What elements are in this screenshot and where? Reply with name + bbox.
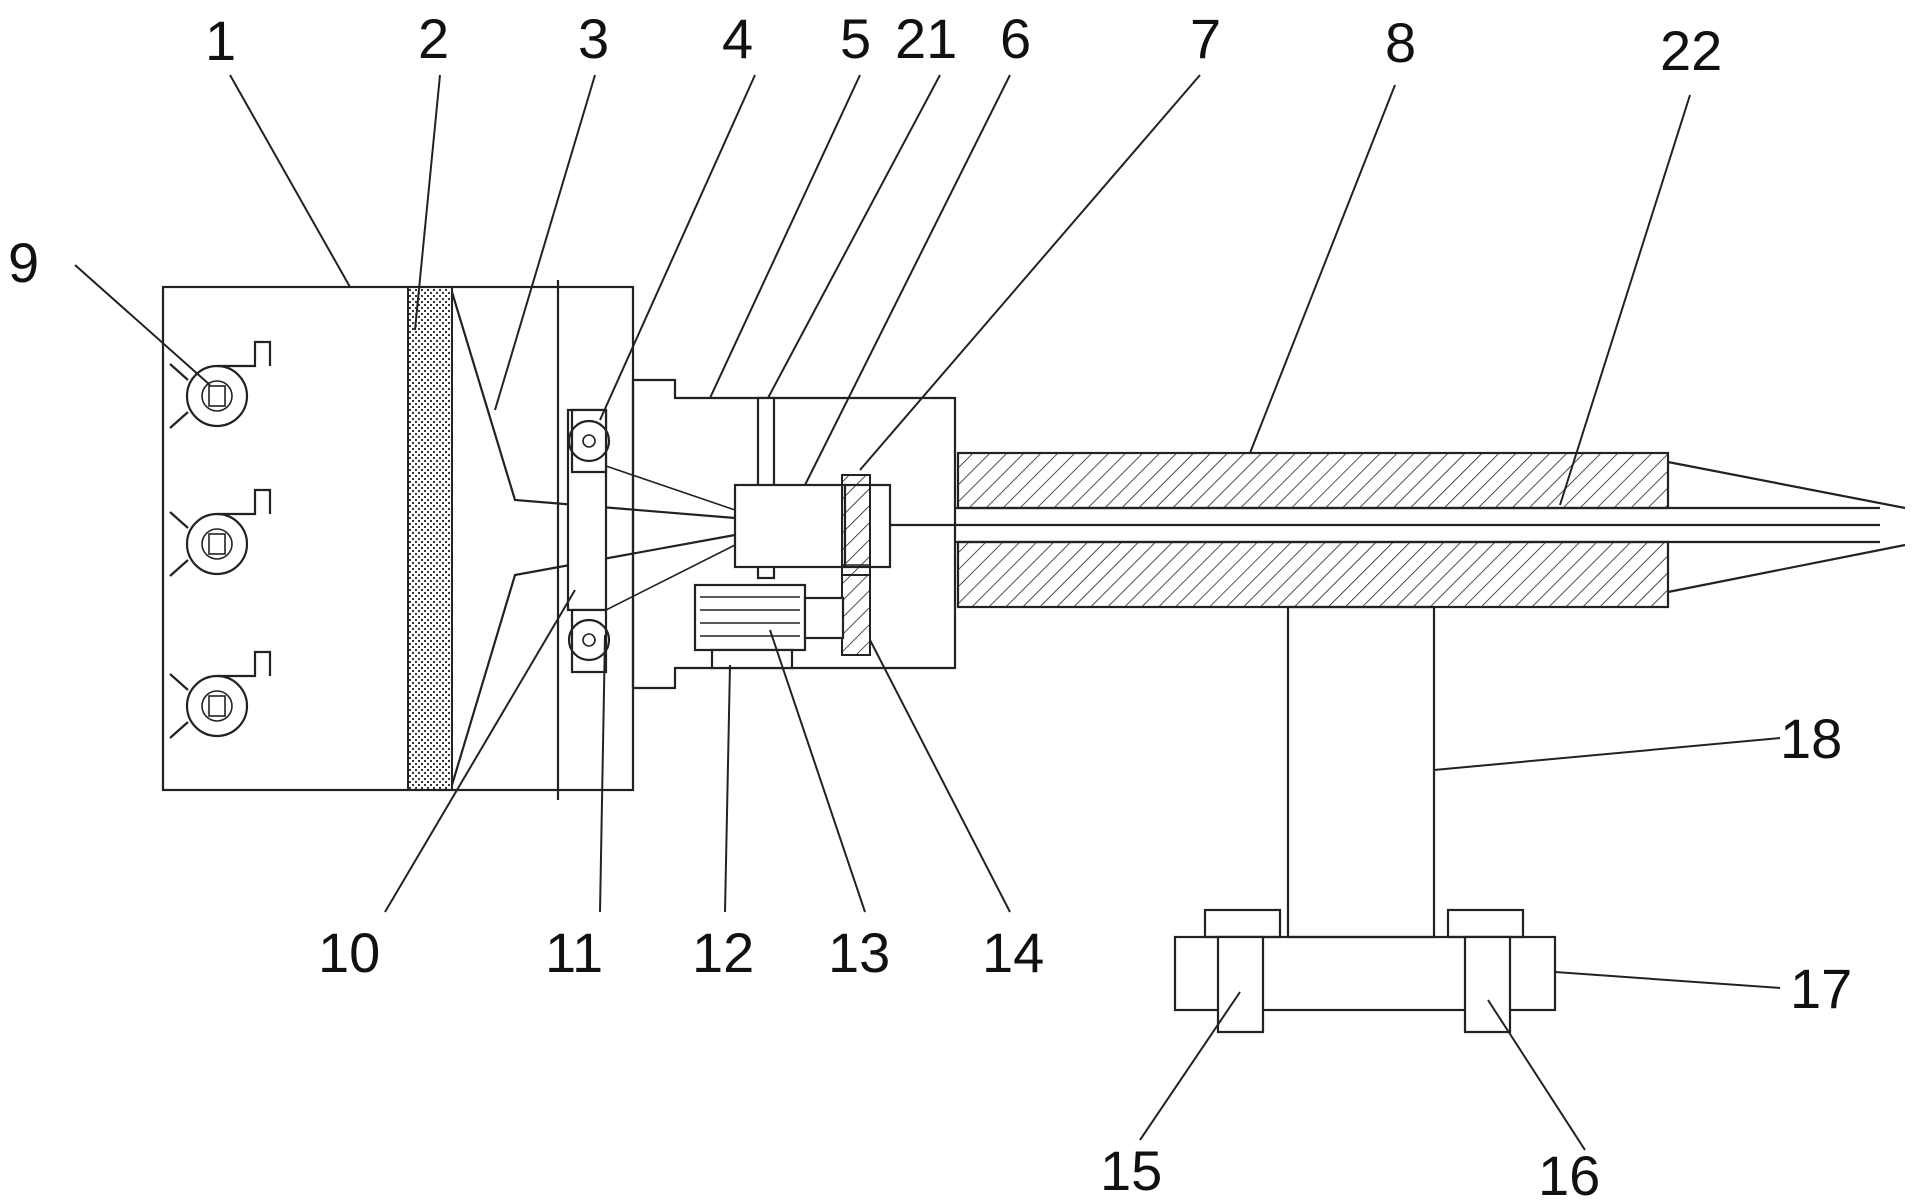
upper-gear bbox=[842, 475, 870, 575]
ref-label-7: 7 bbox=[1190, 7, 1221, 70]
ref-label-22: 22 bbox=[1660, 19, 1722, 82]
ref-label-16: 16 bbox=[1538, 1144, 1600, 1202]
ref-label-21: 21 bbox=[895, 7, 957, 70]
ref-label-15: 15 bbox=[1100, 1139, 1162, 1202]
barrel-tube bbox=[958, 453, 1668, 607]
leader-lines bbox=[75, 75, 1780, 1150]
ref-label-2: 2 bbox=[418, 7, 449, 70]
ref-label-17: 17 bbox=[1790, 957, 1852, 1020]
ref-label-12: 12 bbox=[692, 921, 754, 984]
ref-label-14: 14 bbox=[982, 921, 1044, 984]
ref-label-4: 4 bbox=[722, 7, 753, 70]
support-column bbox=[1288, 607, 1434, 937]
funnel-hopper bbox=[452, 280, 735, 800]
fan-icon bbox=[170, 490, 270, 576]
ref-label-3: 3 bbox=[578, 7, 609, 70]
ref-label-1: 1 bbox=[205, 9, 236, 72]
ref-label-11: 11 bbox=[545, 921, 603, 984]
spray-shaft bbox=[890, 508, 1880, 542]
ref-label-6: 6 bbox=[1000, 7, 1031, 70]
ref-label-5: 5 bbox=[840, 7, 871, 70]
ref-label-8: 8 bbox=[1385, 11, 1416, 74]
fan-group bbox=[170, 342, 270, 738]
ref-label-9: 9 bbox=[8, 231, 39, 294]
housing-box bbox=[163, 287, 633, 790]
fan-icon bbox=[170, 342, 270, 428]
fan-icon bbox=[170, 652, 270, 738]
ref-label-10: 10 bbox=[318, 921, 380, 984]
motor bbox=[695, 585, 843, 668]
filter-screen bbox=[408, 287, 452, 790]
ref-label-13: 13 bbox=[828, 921, 890, 984]
ref-label-18: 18 bbox=[1780, 707, 1842, 770]
nozzle-cone bbox=[1668, 462, 1905, 592]
lower-gear bbox=[842, 575, 870, 655]
